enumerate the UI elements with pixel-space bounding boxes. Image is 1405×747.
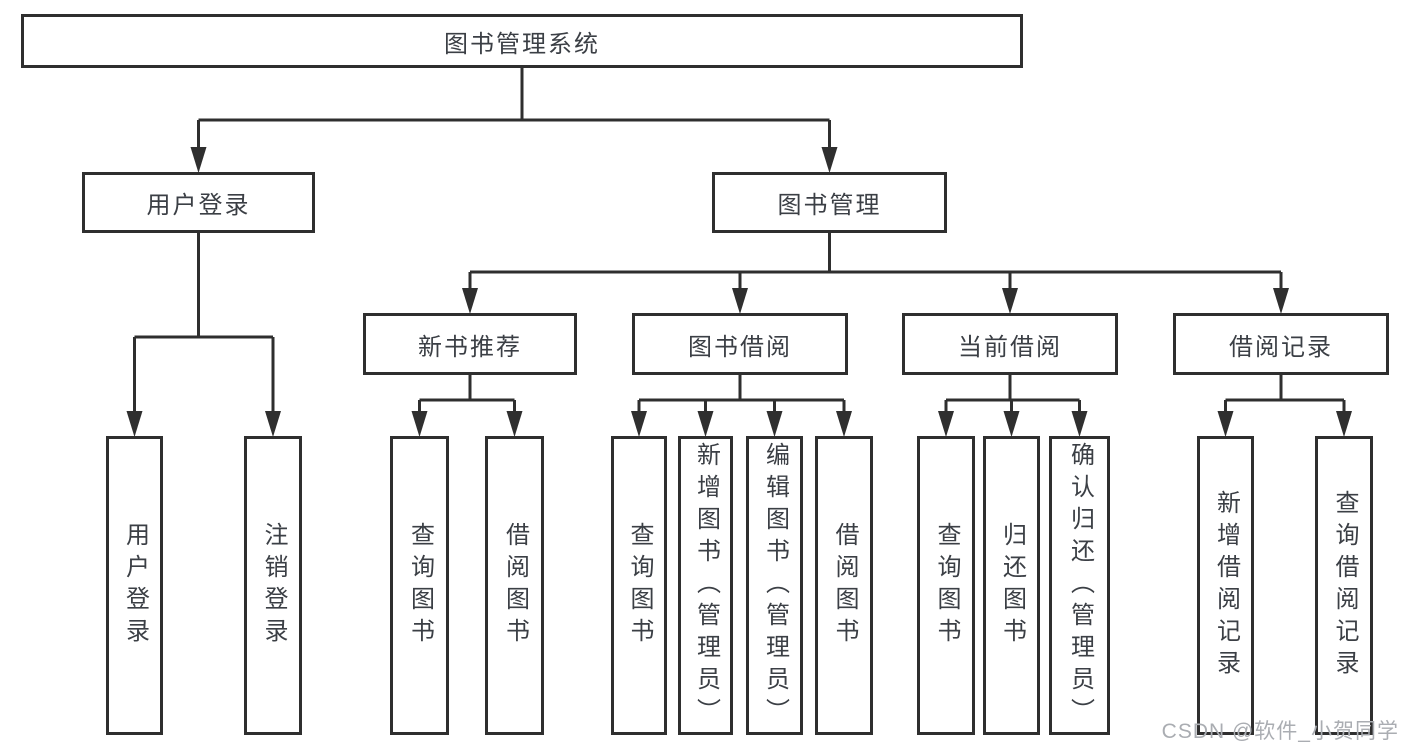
node-label: 查询图书 xyxy=(933,521,960,650)
node-leaf-user-login: 用户登录 xyxy=(106,436,163,735)
node-label: 查询图书 xyxy=(406,521,434,650)
node-br-query-record: 查询借阅记录 xyxy=(1315,436,1373,735)
node-label: 确认归还（管理员） xyxy=(1066,441,1094,730)
node-borrowing-records: 借阅记录 xyxy=(1173,313,1389,375)
node-root: 图书管理系统 xyxy=(21,14,1023,68)
node-cb-confirm-return: 确认归还（管理员） xyxy=(1049,436,1110,735)
node-current-borrowing: 当前借阅 xyxy=(902,313,1118,375)
node-new-book-recommend: 新书推荐 xyxy=(363,313,577,375)
csdn-watermark: CSDN @软件_小贺同学 xyxy=(1161,720,1399,743)
node-label: 新书推荐 xyxy=(418,333,522,361)
node-label: 归还图书 xyxy=(998,521,1026,650)
node-leaf-logout: 注销登录 xyxy=(244,436,302,735)
node-book-management: 图书管理 xyxy=(712,172,947,233)
node-bb-query-books: 查询图书 xyxy=(611,436,667,735)
node-label: 用户登录 xyxy=(146,192,251,219)
node-bb-edit-books: 编辑图书（管理员） xyxy=(746,436,803,735)
node-bb-add-books: 新增图书（管理员） xyxy=(678,436,733,735)
node-user-login: 用户登录 xyxy=(82,172,315,233)
node-label: 借阅图书 xyxy=(501,521,529,650)
node-label: 借阅图书 xyxy=(831,521,858,650)
node-label: 编辑图书（管理员） xyxy=(761,441,789,730)
node-cb-return-books: 归还图书 xyxy=(983,436,1040,735)
node-book-borrowing: 图书借阅 xyxy=(632,313,848,375)
node-label: 图书管理 xyxy=(777,192,882,219)
node-br-add-record: 新增借阅记录 xyxy=(1197,436,1254,735)
node-nb-query-books: 查询图书 xyxy=(390,436,449,735)
node-nb-borrow-books: 借阅图书 xyxy=(485,436,544,735)
node-label: 用户登录 xyxy=(121,521,149,650)
node-label: 新增借阅记录 xyxy=(1212,489,1240,682)
node-bb-borrow-books: 借阅图书 xyxy=(815,436,873,735)
node-label: 新增图书（管理员） xyxy=(692,441,720,730)
node-label: 图书管理系统 xyxy=(444,30,600,58)
node-label: 借阅记录 xyxy=(1229,333,1333,361)
node-label: 查询借阅记录 xyxy=(1331,489,1358,682)
node-label: 当前借阅 xyxy=(958,333,1062,361)
node-label: 注销登录 xyxy=(260,521,287,650)
node-cb-query-books: 查询图书 xyxy=(917,436,975,735)
node-label: 查询图书 xyxy=(626,521,653,650)
node-label: 图书借阅 xyxy=(688,333,792,361)
